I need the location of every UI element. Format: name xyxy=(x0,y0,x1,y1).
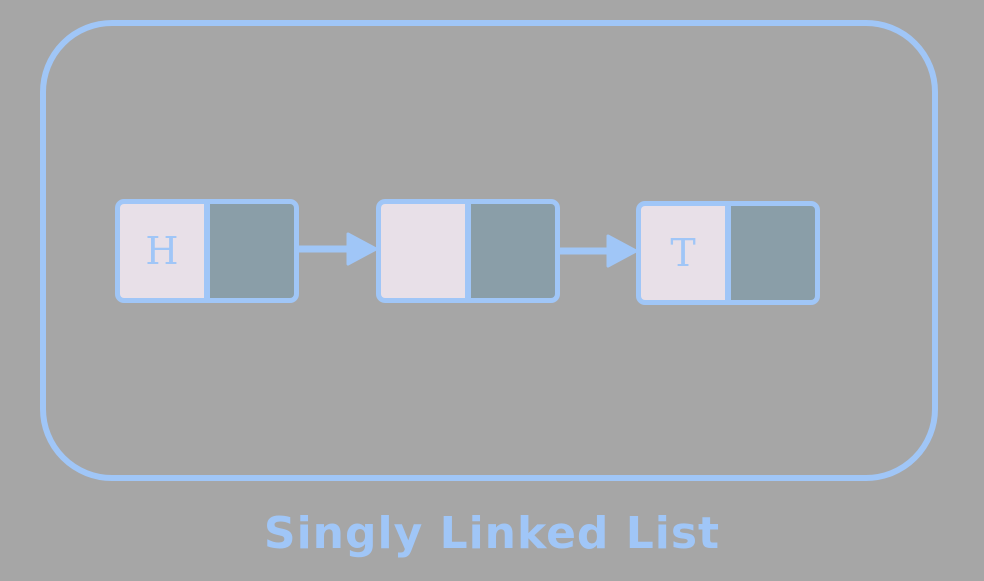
node-next-pointer-cell xyxy=(471,204,555,298)
node-data-cell: H xyxy=(120,204,204,298)
node-next-pointer-cell xyxy=(731,206,815,300)
arrow-node2-to-node3 xyxy=(556,234,638,268)
list-node-tail: T xyxy=(636,201,820,305)
node-data-cell: T xyxy=(641,206,725,300)
diagram-frame xyxy=(40,20,938,481)
diagram-caption: Singly Linked List xyxy=(263,508,721,559)
node-data-cell xyxy=(381,204,465,298)
node-next-pointer-cell xyxy=(210,204,294,298)
arrow-node1-to-node2 xyxy=(295,232,378,266)
list-node-middle xyxy=(376,199,560,303)
list-node-head: H xyxy=(115,199,299,303)
